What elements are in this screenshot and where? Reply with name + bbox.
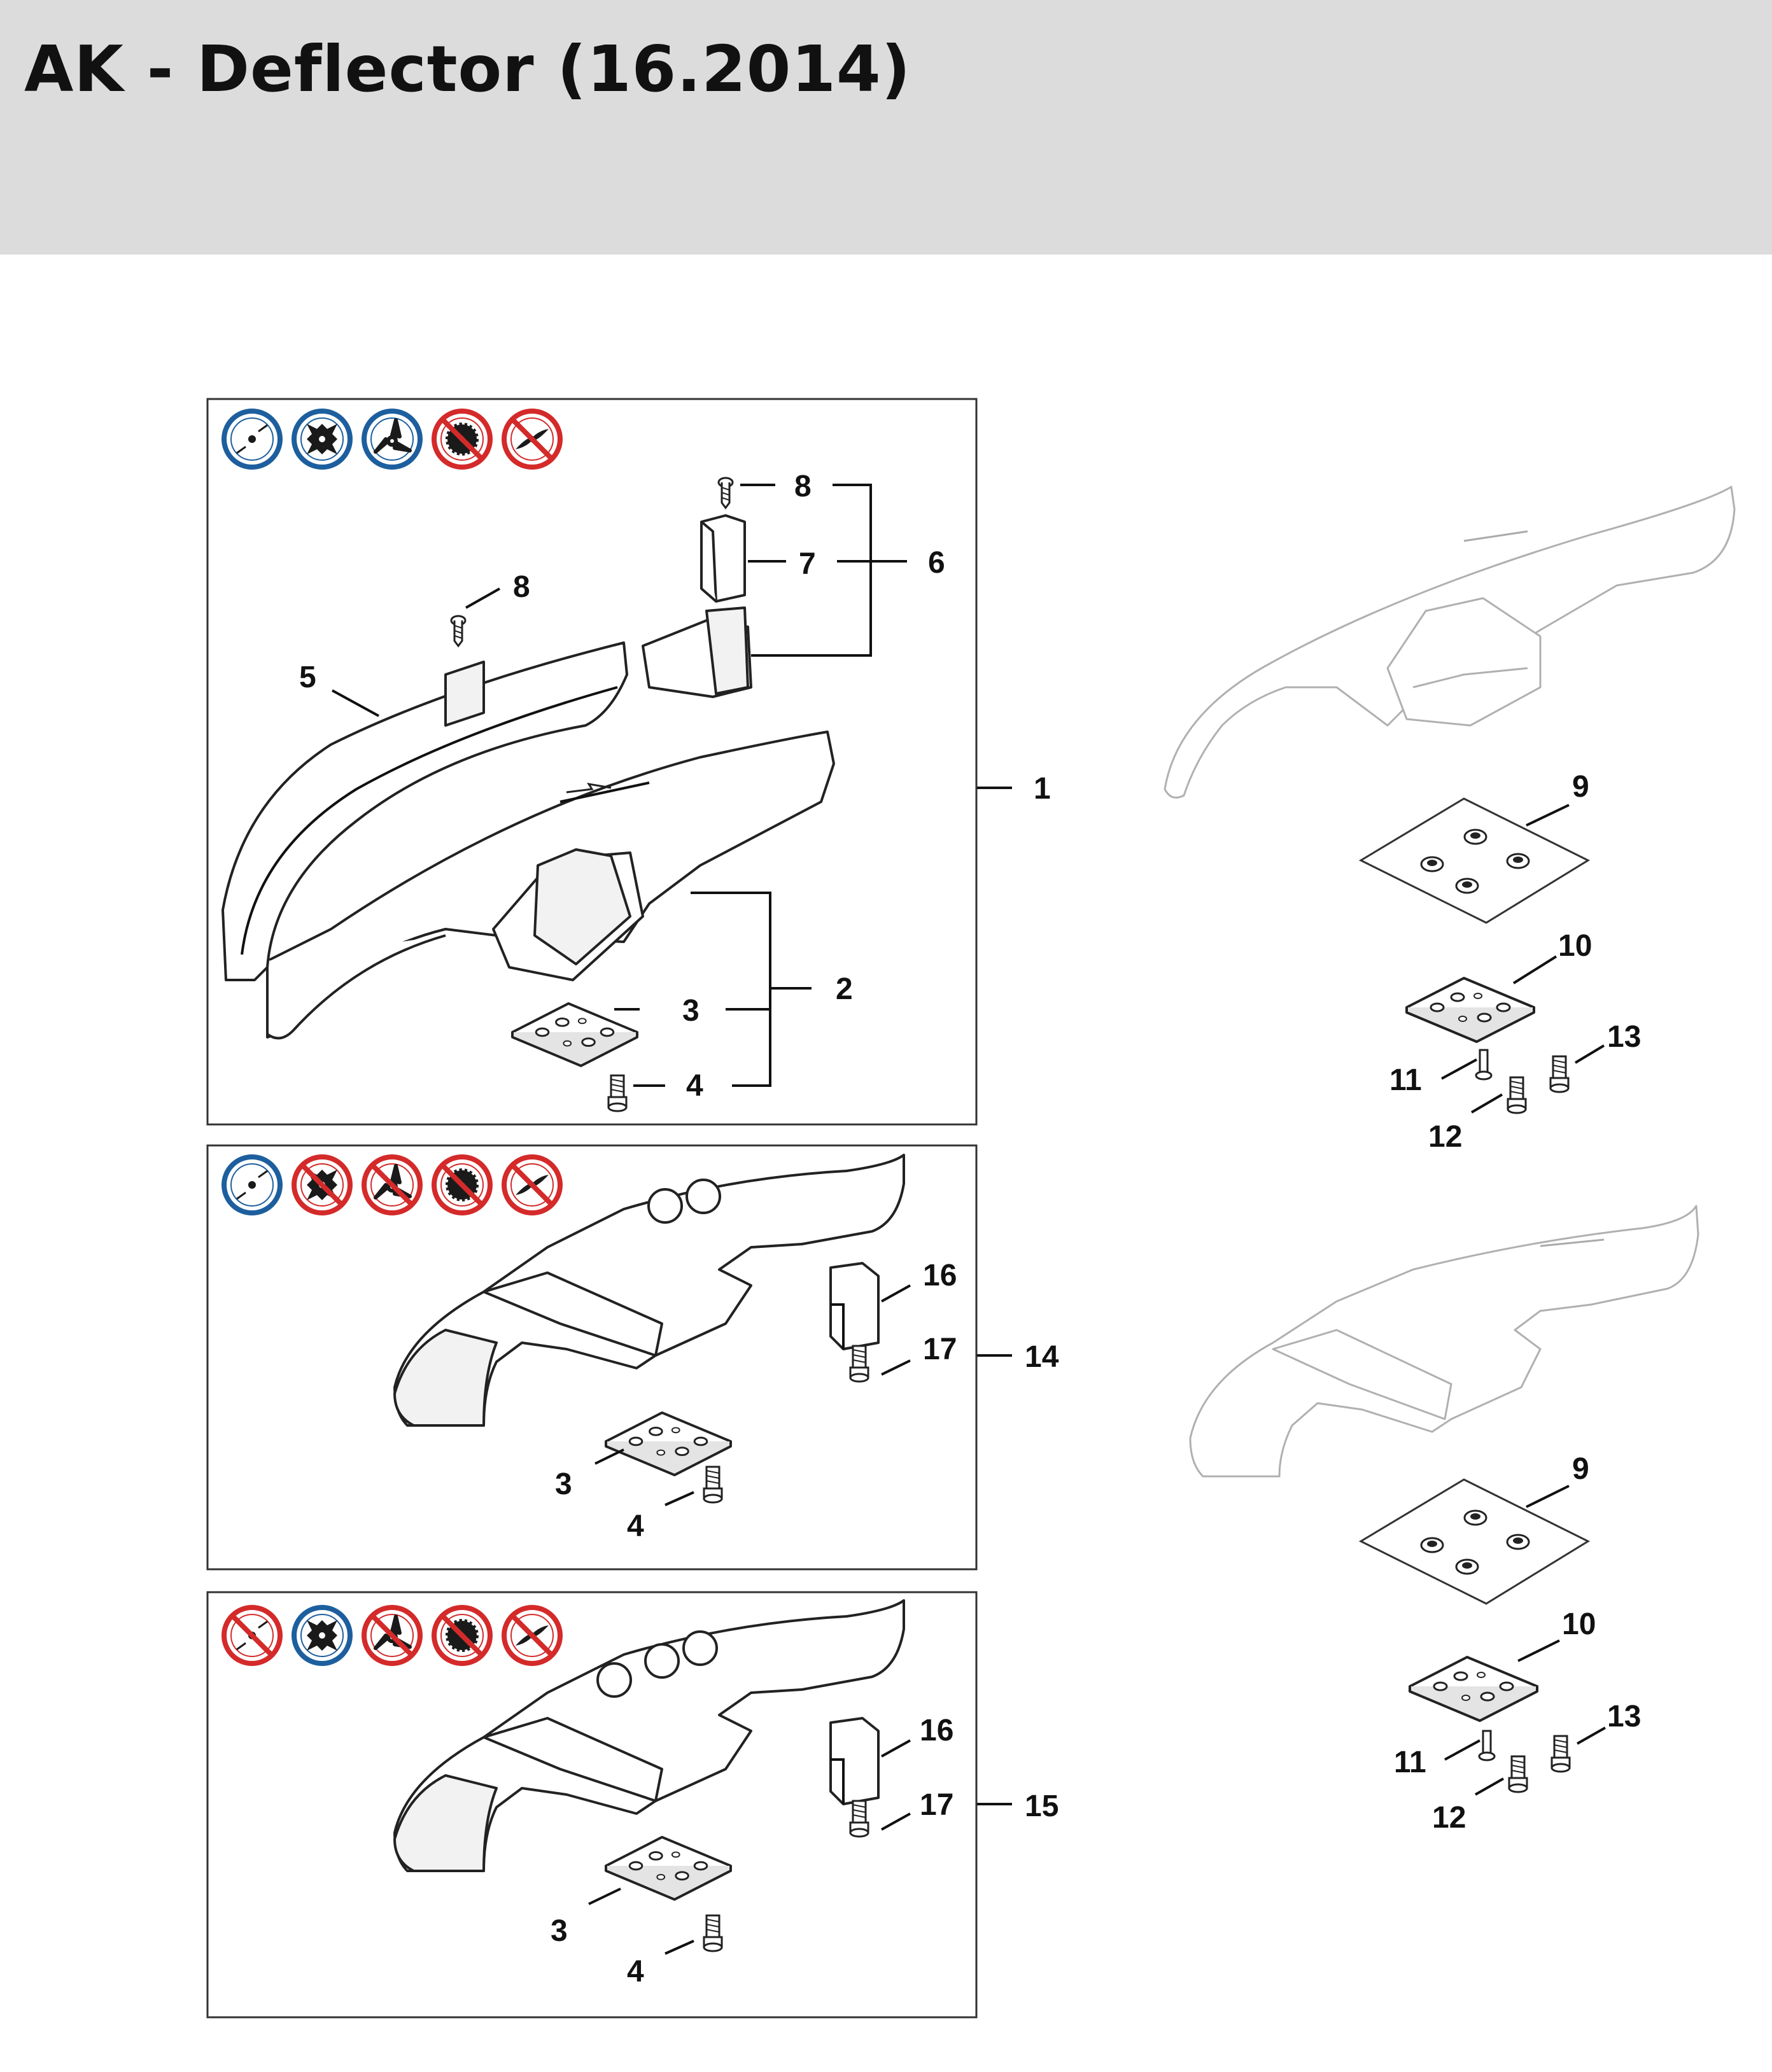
icon-row-3	[222, 1605, 563, 1666]
callout-6: 6	[928, 546, 945, 580]
grass-blade-3-tooth-icon	[362, 1605, 423, 1666]
nut-9	[1506, 1534, 1530, 1550]
plate-10	[1405, 977, 1535, 1043]
screw-4	[703, 1914, 723, 1952]
callout-5: 5	[299, 661, 316, 694]
cover-strip-5	[222, 641, 628, 981]
callout-13: 13	[1607, 1700, 1641, 1733]
nut-9	[1463, 1509, 1487, 1526]
panel-3-frame	[206, 1591, 978, 2019]
gasket-9	[1358, 797, 1591, 924]
brush-knife-icon	[502, 1605, 563, 1666]
nut-9	[1420, 1537, 1444, 1553]
grass-blade-4-tooth-icon	[292, 1605, 353, 1666]
callout-2: 2	[836, 972, 853, 1006]
callout-11: 11	[1389, 1063, 1422, 1097]
callout-9: 9	[1572, 770, 1589, 804]
plate-3	[605, 1411, 732, 1476]
plate-10	[1409, 1656, 1538, 1722]
panel-3: 16 17 15 3 4	[206, 1591, 1058, 2019]
callout-3: 3	[682, 994, 700, 1028]
callout-11: 11	[1394, 1746, 1426, 1779]
grass-blade-4-tooth-icon	[292, 1154, 353, 1215]
callout-16: 16	[923, 1259, 957, 1292]
mowing-head-icon	[222, 1154, 283, 1215]
callout-4: 4	[627, 1955, 644, 1989]
grass-blade-3-tooth-icon	[362, 1154, 423, 1215]
screw-8-left	[450, 615, 467, 647]
callout-8: 8	[794, 470, 812, 503]
deflector-part-14	[393, 1154, 905, 1427]
bracket-assembly-6	[642, 606, 752, 698]
gasket-9	[1358, 1478, 1591, 1605]
panel-1: 8 7 6 8 5 1 2 3 4	[206, 398, 1051, 1126]
screw-13	[1550, 1735, 1571, 1773]
callout-15: 15	[1025, 1789, 1058, 1823]
callout-13: 13	[1607, 1020, 1641, 1054]
header-bar: AK - Deflector (16.2014)	[0, 0, 1772, 255]
callout-10: 10	[1558, 929, 1592, 963]
panel-2: 16 17 14 3 4	[206, 1144, 1059, 1571]
screw-17	[849, 1800, 869, 1838]
bracket-16	[829, 1262, 880, 1350]
nut-9	[1463, 829, 1487, 845]
screw-8-upper	[717, 477, 734, 509]
bracket-insert-7	[700, 514, 746, 603]
screw-12	[1508, 1755, 1528, 1793]
screw-4	[703, 1466, 723, 1504]
saw-blade-icon	[432, 409, 493, 470]
callout-3: 3	[551, 1914, 568, 1948]
brush-knife-icon	[502, 1154, 563, 1215]
mowing-head-icon	[222, 1605, 283, 1666]
nut-9	[1420, 856, 1444, 872]
callout-17: 17	[920, 1788, 953, 1822]
faint-deflector-upper	[1164, 486, 1736, 799]
grass-blade-4-tooth-icon	[292, 409, 353, 470]
page-title: AK - Deflector (16.2014)	[24, 32, 911, 106]
screw-12	[1507, 1076, 1527, 1114]
callout-17: 17	[923, 1333, 957, 1366]
screw-11	[1475, 1049, 1493, 1081]
callout-7: 7	[799, 547, 816, 581]
icon-row-1	[222, 409, 563, 470]
callout-14: 14	[1025, 1340, 1059, 1374]
callout-12: 12	[1432, 1801, 1466, 1835]
deflector-part-15	[393, 1599, 905, 1872]
callout-12: 12	[1428, 1120, 1462, 1154]
callout-8: 8	[513, 570, 530, 604]
callout-4: 4	[686, 1069, 703, 1103]
saw-blade-icon	[432, 1605, 493, 1666]
right-assembly-lower: 9 10 11 12 13	[1189, 1205, 1699, 1835]
callout-16: 16	[920, 1714, 953, 1747]
nut-9	[1506, 853, 1530, 869]
bracket-16	[829, 1717, 880, 1805]
plate-3	[511, 1002, 638, 1067]
callout-10: 10	[1562, 1607, 1596, 1641]
grass-blade-3-tooth-icon	[362, 409, 423, 470]
mowing-head-icon	[222, 409, 283, 470]
callout-4: 4	[627, 1509, 644, 1543]
screw-17	[849, 1345, 869, 1383]
callout-9: 9	[1572, 1452, 1589, 1486]
callout-3: 3	[555, 1467, 572, 1501]
icon-row-2	[222, 1154, 563, 1215]
screw-11	[1478, 1730, 1496, 1761]
saw-blade-icon	[432, 1154, 493, 1215]
screw-4	[607, 1074, 628, 1112]
deflector-part-1	[266, 731, 835, 1040]
callout-1: 1	[1034, 772, 1051, 806]
brush-knife-icon	[502, 409, 563, 470]
panel-2-frame	[206, 1144, 978, 1571]
plate-3	[605, 1835, 732, 1901]
panel-1-frame	[206, 398, 978, 1126]
nut-9	[1455, 878, 1479, 894]
nut-9	[1455, 1558, 1479, 1575]
right-assembly-upper: 9 10 11 12 13	[1164, 486, 1736, 1154]
screw-13	[1549, 1055, 1570, 1093]
faint-deflector-lower	[1189, 1205, 1699, 1478]
